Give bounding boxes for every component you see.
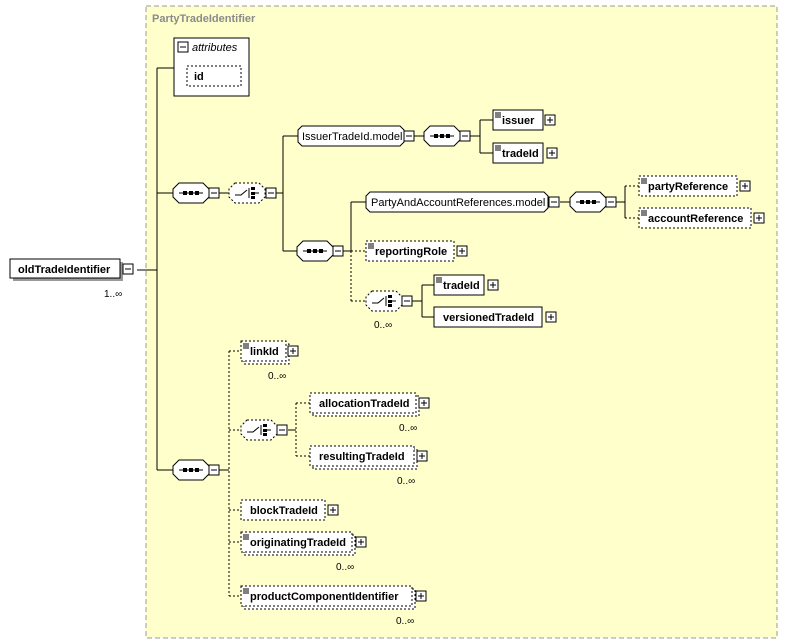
connector-lines	[137, 67, 626, 471]
expand-icon[interactable]	[544, 114, 556, 126]
sequence-icon	[172, 182, 210, 204]
element-label: linkId	[250, 346, 279, 358]
expand-icon[interactable]	[415, 590, 427, 602]
element-label: tradeId	[443, 280, 480, 292]
expand-icon[interactable]	[418, 397, 430, 409]
party-and-account-references-model[interactable]: PartyAndAccountReferences.model	[365, 191, 560, 213]
element-label: partyReference	[648, 181, 728, 193]
element-cardinality: 0..∞	[336, 562, 354, 573]
root-element[interactable]: oldTradeIdentifier 1..∞	[9, 258, 134, 300]
sequence-icon	[423, 125, 461, 147]
complex-type-title: PartyTradeIdentifier	[152, 13, 256, 25]
element-label: accountReference	[648, 213, 743, 225]
expand-icon[interactable]	[355, 536, 367, 548]
choice-icon	[228, 182, 266, 204]
expand-icon[interactable]	[327, 504, 339, 516]
expand-icon[interactable]	[487, 279, 499, 291]
collapse-icon[interactable]	[548, 196, 560, 208]
element-cardinality: 0..∞	[268, 371, 286, 382]
expand-icon[interactable]	[416, 450, 428, 462]
choice-icon	[240, 419, 278, 441]
element-label: tradeId	[502, 148, 539, 160]
element-cardinality: 0..∞	[399, 423, 417, 434]
expand-icon[interactable]	[753, 212, 765, 224]
optional-connector-lines	[228, 185, 639, 597]
element-account-reference[interactable]: accountReference	[638, 207, 765, 229]
element-resulting-trade-id[interactable]: resultingTradeId 0..∞	[309, 445, 428, 487]
collapse-icon[interactable]	[177, 41, 189, 53]
collapse-icon[interactable]	[276, 424, 288, 436]
collapse-icon[interactable]	[122, 263, 134, 275]
element-trade-id-1[interactable]: tradeId	[492, 142, 558, 164]
element-label: productComponentIdentifier	[250, 591, 399, 603]
collapse-icon[interactable]	[403, 130, 415, 142]
collapse-icon[interactable]	[605, 196, 617, 208]
element-link-id[interactable]: linkId 0..∞	[240, 340, 299, 382]
element-originating-trade-id[interactable]: originatingTradeId 0..∞	[240, 531, 367, 573]
attribute-id[interactable]: id	[194, 71, 204, 83]
choice-cardinality: 0..∞	[374, 320, 392, 331]
element-issuer[interactable]: issuer	[492, 109, 556, 131]
element-label: reportingRole	[375, 246, 447, 258]
attributes-title: attributes	[192, 42, 238, 54]
expand-icon[interactable]	[739, 180, 751, 192]
element-label: resultingTradeId	[319, 451, 405, 463]
group-label: IssuerTradeId.model	[302, 131, 402, 143]
element-party-reference[interactable]: partyReference	[638, 175, 751, 197]
element-label: versionedTradeId	[443, 312, 534, 324]
collapse-icon[interactable]	[332, 245, 344, 257]
sequence-icon	[172, 459, 210, 481]
issuer-trade-id-model[interactable]: IssuerTradeId.model	[297, 125, 415, 147]
element-block-trade-id[interactable]: blockTradeId	[240, 499, 339, 521]
root-element-label: oldTradeIdentifier	[18, 264, 111, 276]
element-cardinality: 0..∞	[396, 616, 414, 627]
collapse-icon[interactable]	[208, 187, 220, 199]
sequence-icon	[569, 191, 607, 213]
expand-icon[interactable]	[287, 345, 299, 357]
collapse-icon[interactable]	[401, 295, 413, 307]
element-label: originatingTradeId	[250, 537, 346, 549]
element-allocation-trade-id[interactable]: allocationTradeId 0..∞	[309, 392, 430, 434]
element-trade-id-2[interactable]: tradeId	[433, 274, 499, 296]
element-label: allocationTradeId	[319, 398, 409, 410]
attributes-box: attributes id	[173, 37, 250, 97]
choice-compositor-2[interactable]: 0..∞	[365, 290, 413, 331]
element-cardinality: 0..∞	[397, 476, 415, 487]
element-product-component-identifier[interactable]: productComponentIdentifier 0..∞	[240, 585, 427, 627]
element-label: issuer	[502, 115, 535, 127]
expand-icon[interactable]	[545, 311, 557, 323]
group-label: PartyAndAccountReferences.model	[371, 197, 545, 209]
element-label: blockTradeId	[250, 505, 318, 517]
expand-icon[interactable]	[546, 147, 558, 159]
collapse-icon[interactable]	[208, 464, 220, 476]
element-versioned-trade-id[interactable]: versionedTradeId	[433, 306, 557, 328]
collapse-icon[interactable]	[459, 130, 471, 142]
choice-icon	[365, 290, 403, 312]
expand-icon[interactable]	[456, 245, 468, 257]
root-cardinality: 1..∞	[104, 289, 122, 300]
sequence-icon	[296, 240, 334, 262]
element-reporting-role[interactable]: reportingRole	[365, 240, 468, 262]
collapse-icon[interactable]	[265, 187, 277, 199]
